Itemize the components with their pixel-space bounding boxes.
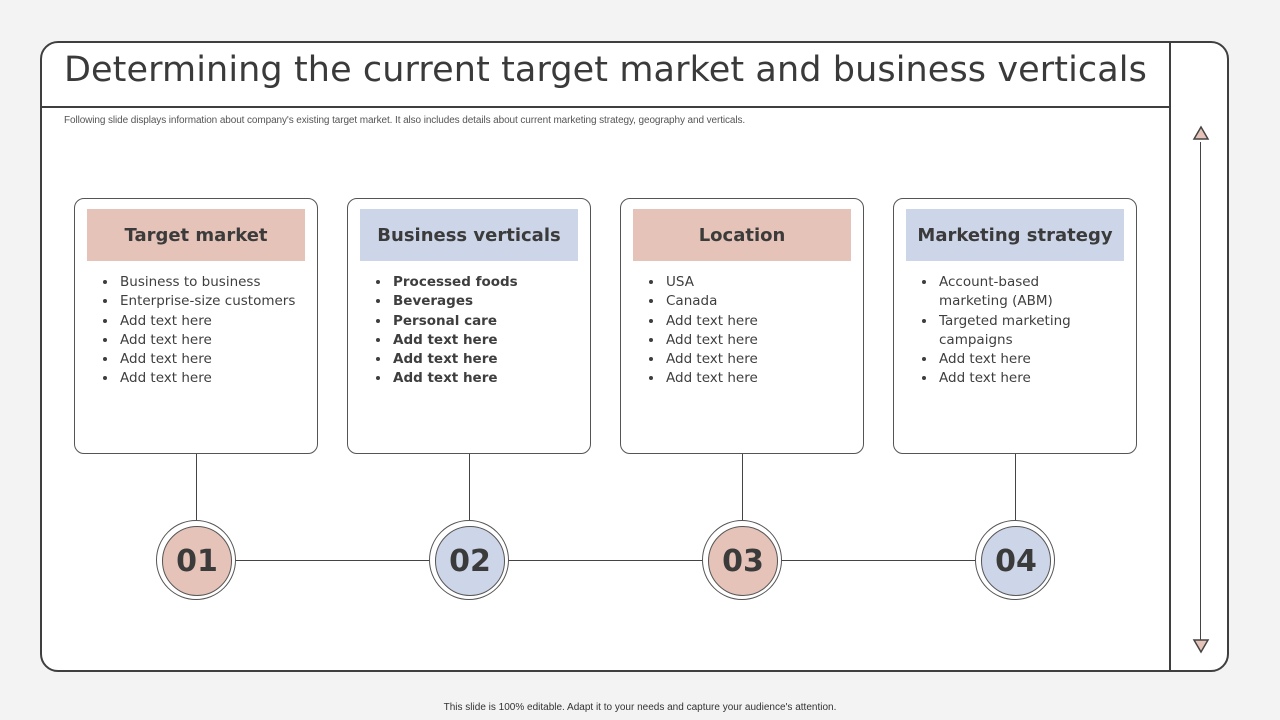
connector-stem xyxy=(196,454,197,520)
card-heading: Location xyxy=(633,209,851,261)
list-item: Enterprise-size customers xyxy=(118,292,318,311)
connector-stem xyxy=(742,454,743,520)
list-item: Add text here xyxy=(118,312,318,331)
scroll-track[interactable] xyxy=(1200,142,1201,640)
step-circle-03: 03 xyxy=(702,520,782,600)
list-item: Add text here xyxy=(118,369,318,388)
triangle-up-icon[interactable] xyxy=(1192,125,1210,141)
list-item: Add text here xyxy=(664,369,864,388)
list-item: Beverages xyxy=(391,292,591,311)
card-business-verticals: Business verticals Processed foods Bever… xyxy=(347,198,591,454)
slide-title: Determining the current target market an… xyxy=(64,50,1147,90)
list-item: Personal care xyxy=(391,312,591,331)
list-item: Canada xyxy=(664,292,864,311)
list-item: Targeted marketing campaigns xyxy=(937,312,1097,351)
step-number: 04 xyxy=(981,526,1051,596)
step-number: 03 xyxy=(708,526,778,596)
list-item: Add text here xyxy=(664,312,864,331)
step-number: 02 xyxy=(435,526,505,596)
list-item: Add text here xyxy=(937,369,1097,388)
card-heading: Target market xyxy=(87,209,305,261)
connector-stem xyxy=(1015,454,1016,520)
card-heading: Business verticals xyxy=(360,209,578,261)
triangle-down-icon[interactable] xyxy=(1192,638,1210,654)
card-list: Business to business Enterprise-size cus… xyxy=(103,273,318,389)
card-location: Location USA Canada Add text here Add te… xyxy=(620,198,864,454)
timeline-line xyxy=(196,560,1015,561)
list-item: Business to business xyxy=(118,273,318,292)
step-circle-04: 04 xyxy=(975,520,1055,600)
connector-stem xyxy=(469,454,470,520)
step-circle-02: 02 xyxy=(429,520,509,600)
card-marketing-strategy: Marketing strategy Account-based marketi… xyxy=(893,198,1137,454)
list-item: USA xyxy=(664,273,864,292)
card-heading: Marketing strategy xyxy=(906,209,1124,261)
card-list: Account-based marketing (ABM) Targeted m… xyxy=(922,273,1097,389)
list-item: Add text here xyxy=(118,350,318,369)
card-target-market: Target market Business to business Enter… xyxy=(74,198,318,454)
list-item: Add text here xyxy=(937,350,1097,369)
list-item: Processed foods xyxy=(391,273,591,292)
step-circle-01: 01 xyxy=(156,520,236,600)
slide-subtitle: Following slide displays information abo… xyxy=(64,115,746,126)
list-item: Add text here xyxy=(664,350,864,369)
card-list: Processed foods Beverages Personal care … xyxy=(376,273,591,389)
list-item: Add text here xyxy=(391,331,591,350)
list-item: Add text here xyxy=(391,369,591,388)
list-item: Account-based marketing (ABM) xyxy=(937,273,1097,312)
list-item: Add text here xyxy=(391,350,591,369)
step-number: 01 xyxy=(162,526,232,596)
slide-footer: This slide is 100% editable. Adapt it to… xyxy=(443,702,837,713)
list-item: Add text here xyxy=(118,331,318,350)
sidebar-divider xyxy=(1169,42,1171,672)
title-divider xyxy=(41,106,1171,108)
list-item: Add text here xyxy=(664,331,864,350)
card-list: USA Canada Add text here Add text here A… xyxy=(649,273,864,389)
